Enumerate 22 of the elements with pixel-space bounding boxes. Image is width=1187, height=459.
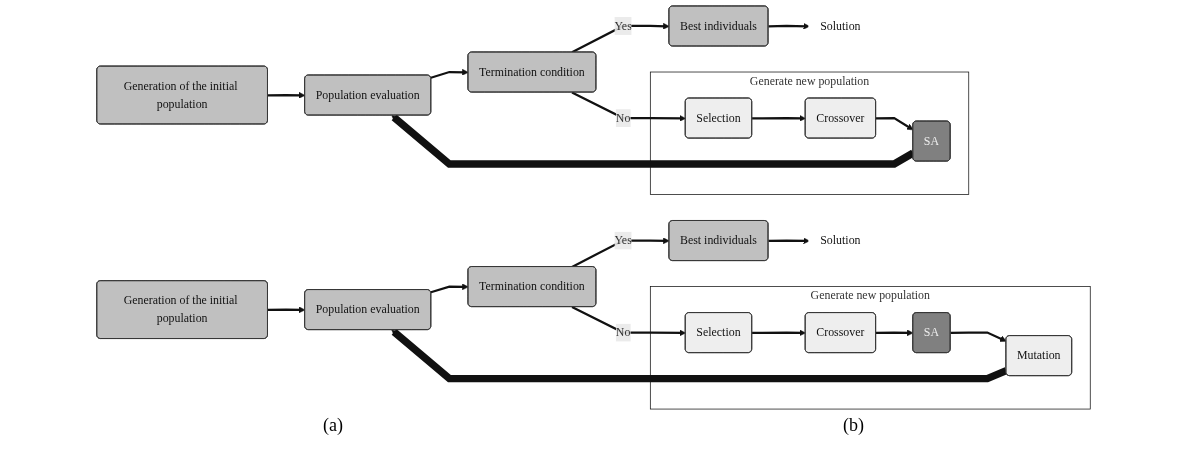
- edge-label: Yes: [614, 19, 632, 32]
- arrow: [752, 115, 806, 122]
- arrow: [768, 23, 810, 30]
- arrow: [950, 331, 1007, 342]
- arrow: [267, 92, 306, 99]
- panel-caption: (b): [843, 415, 864, 436]
- node-text: Solution: [820, 233, 861, 247]
- edge-label: Yes: [614, 233, 632, 247]
- arrow: [875, 329, 914, 337]
- edge-label: No: [615, 325, 631, 339]
- arrow: [430, 283, 469, 294]
- arrow: [768, 237, 810, 245]
- panel-caption: (a): [323, 415, 343, 436]
- arrow: [571, 306, 686, 337]
- arrow: [752, 329, 806, 337]
- arrow: [267, 306, 306, 314]
- arrow: [430, 69, 469, 79]
- arrow: [875, 116, 914, 131]
- node-text: Solution: [820, 19, 861, 32]
- edge-label: No: [615, 111, 631, 124]
- arrow: [391, 329, 1008, 383]
- arrow: [571, 91, 686, 122]
